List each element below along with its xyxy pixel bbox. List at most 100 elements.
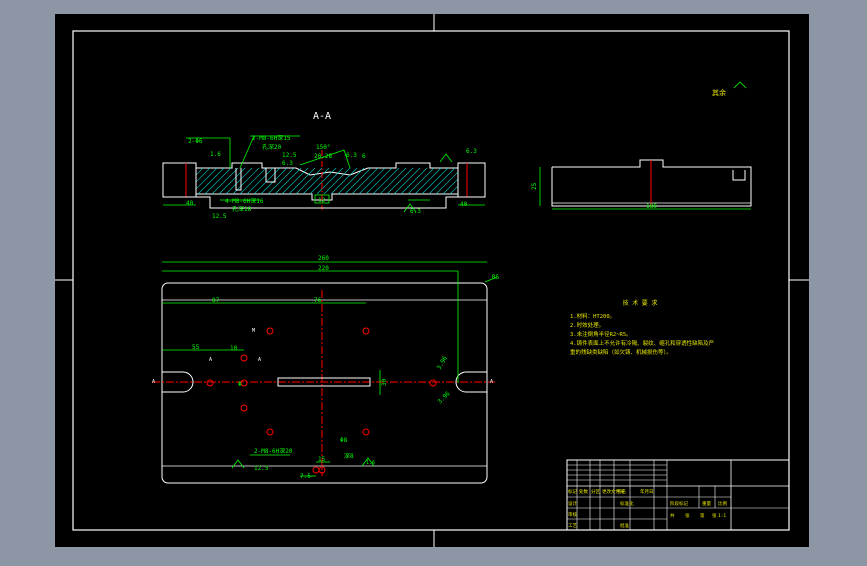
right-slot-arc xyxy=(455,371,467,393)
hatch-line xyxy=(211,168,239,194)
roughness-symbol xyxy=(439,153,453,163)
hatch-line xyxy=(442,168,458,194)
section-label: A-A xyxy=(313,111,331,122)
side-view-outline xyxy=(551,159,752,207)
hole xyxy=(240,354,248,362)
hole xyxy=(206,379,214,387)
section-label-text: 6 xyxy=(362,153,366,160)
title-block-cell: 审核 xyxy=(568,511,577,518)
title-block-cell: 张 xyxy=(685,512,690,519)
title-block-cell: 年月日 xyxy=(640,488,654,495)
title-block-cell: 共 xyxy=(670,512,675,519)
dim-text: Φ8 xyxy=(340,437,348,444)
section-mark: A xyxy=(209,357,212,363)
hatch-line xyxy=(358,168,386,194)
dim-text: 25 xyxy=(531,182,538,190)
hatch-line xyxy=(274,168,302,194)
hatch-line xyxy=(196,168,218,194)
section-label-text: 20.28 xyxy=(314,153,332,160)
dim-text: 55 xyxy=(192,344,200,351)
roughness-symbol xyxy=(361,457,375,467)
title-block-cell: 处数 xyxy=(579,488,588,495)
paper-background xyxy=(55,14,809,547)
technical-notes: 其余技 术 要 求1.材料：HT200。2.时效处理。3.未注倒角半径R2~R5… xyxy=(570,81,747,356)
hole xyxy=(240,404,248,412)
dim-text: 30 xyxy=(381,378,388,386)
title-block-cell: 更改文件号 xyxy=(602,488,625,495)
title-block-cell: 第 xyxy=(700,512,705,519)
tech-req-title: 技 术 要 求 xyxy=(623,299,658,307)
leader xyxy=(239,135,255,169)
dim-text: 76 xyxy=(314,297,322,304)
title-block-cell: 标记 xyxy=(568,488,577,495)
section-bottom xyxy=(163,196,485,209)
hatch-line xyxy=(246,168,274,194)
leader-r5 xyxy=(484,276,498,283)
hole xyxy=(266,428,274,436)
hatch-line xyxy=(281,168,309,194)
section-label-text: 12.5 xyxy=(212,213,227,220)
hatch-line xyxy=(196,168,211,194)
hole xyxy=(362,327,370,335)
hatch-line xyxy=(428,168,456,194)
title-block-cell: 张 xyxy=(712,512,717,519)
dim-text: 220 xyxy=(318,265,329,272)
tech-req-item: 4.铸件表面上不允许有冷隔、裂纹、缩孔和穿透性缺陷及严 xyxy=(570,339,715,347)
side-view-hole xyxy=(732,170,746,181)
section-label-text: 4-M8-6H深16 xyxy=(225,197,264,205)
section-label-text: 12.5 xyxy=(282,152,297,159)
tapped-hole-2 xyxy=(265,168,276,183)
title-block-cell: 设计 xyxy=(568,500,577,507)
hatch-line xyxy=(196,168,204,194)
dim-text: 12.5 xyxy=(254,465,269,472)
center-slot xyxy=(277,377,371,387)
dim-text: 40 xyxy=(460,201,468,208)
title-block-cell: 标准化 xyxy=(620,500,634,507)
hatch-line xyxy=(400,168,428,194)
dim-text: R5 xyxy=(492,274,500,281)
hole xyxy=(429,379,437,387)
hatch-line xyxy=(288,168,316,194)
hatch-line xyxy=(393,168,421,194)
left-slot-arc xyxy=(182,371,194,393)
title-block-cell: 分区 xyxy=(591,488,600,495)
hatch-line xyxy=(267,168,295,194)
title-block-cell: 批准 xyxy=(620,522,629,529)
dim-text: Φ xyxy=(238,381,242,388)
section-label-text: 孔深18 xyxy=(232,205,252,213)
title-block-cell: 阶段标记 xyxy=(670,500,688,507)
hatch-line xyxy=(197,168,225,194)
title-block-cell: 比例 xyxy=(718,500,727,507)
tech-req-item: 重的残缺类缺陷（如欠铸、机械损伤等）。 xyxy=(570,348,672,356)
section-label-text: 孔深20 xyxy=(262,143,282,151)
title-block-cell: 1:1 xyxy=(718,513,726,519)
hole xyxy=(266,327,274,335)
title-block-cell: 签名 xyxy=(617,488,626,495)
hatch-line xyxy=(421,168,449,194)
dim-text: 7.5 xyxy=(300,473,311,480)
hatch-line xyxy=(351,168,379,194)
title-block-outline xyxy=(566,459,790,531)
dim-12-box xyxy=(314,194,330,204)
dim-text: 12 xyxy=(318,197,326,204)
section-label-text: 6.3 xyxy=(346,152,357,159)
hatch-line xyxy=(225,168,253,194)
hatch-line xyxy=(295,168,323,194)
hatch-line xyxy=(386,168,414,194)
section-mark: A xyxy=(152,379,155,385)
roughness-symbol xyxy=(733,81,747,89)
hatch-line xyxy=(414,168,442,194)
tapped-hole-1 xyxy=(235,168,242,191)
angle-line xyxy=(299,149,345,166)
section-label-text: 2-M8-6H深15 xyxy=(252,134,291,142)
angle-line xyxy=(343,149,351,169)
section-mark: A xyxy=(258,357,261,363)
roughness-symbol xyxy=(231,459,245,469)
hatch-line xyxy=(260,168,288,194)
hatch-line xyxy=(316,168,344,194)
